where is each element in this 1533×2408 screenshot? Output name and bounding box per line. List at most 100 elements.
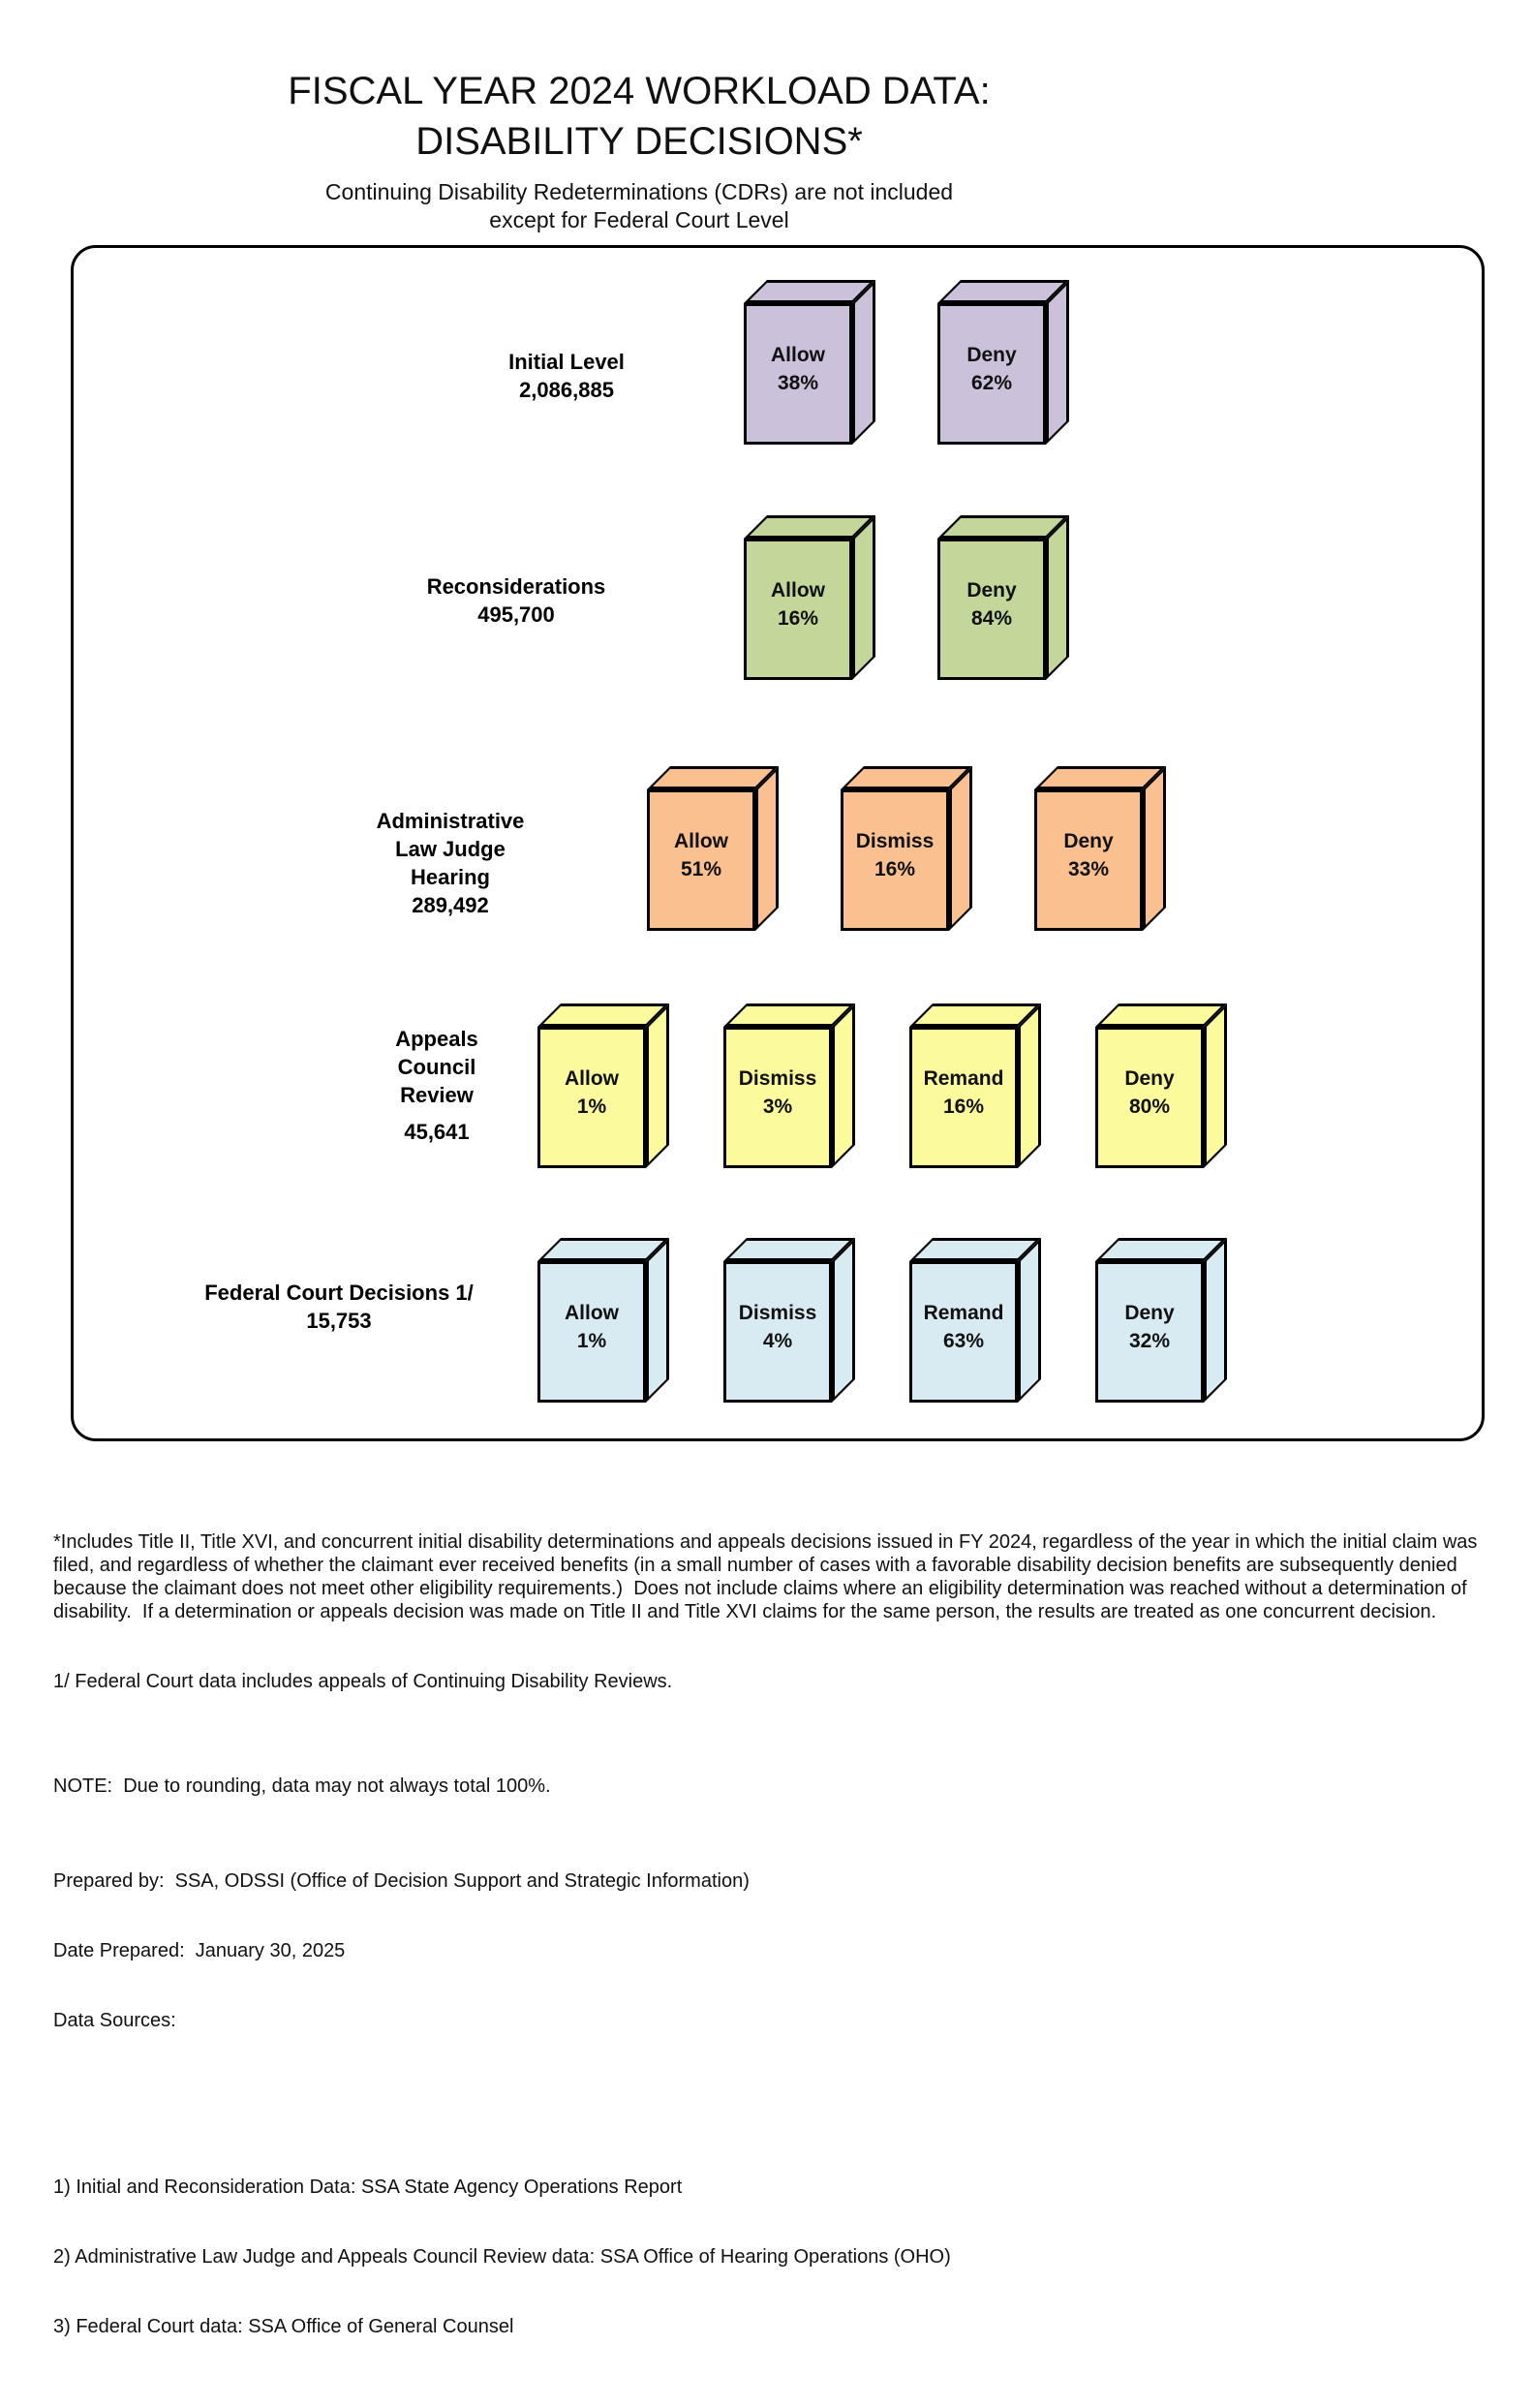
row-level-name: Initial Level <box>508 350 625 374</box>
footnote-asterisk: *Includes Title II, Title XVI, and concu… <box>53 1531 1483 1622</box>
decision-box-remand: Remand 16% <box>909 1003 1041 1168</box>
decision-box-deny: Deny 32% <box>1095 1238 1227 1403</box>
box-label: Dismiss <box>855 830 935 852</box>
data-sources-label: Data Sources: <box>53 2010 176 2031</box>
box-label: Allow <box>771 344 825 366</box>
decision-box-allow: Allow 38% <box>744 280 875 445</box>
box-side-face <box>1204 1003 1227 1168</box>
page-title-line2: DISABILITY DECISIONS* <box>415 120 863 163</box>
row-level-name: Hearing <box>411 865 490 889</box>
data-source-item: 3) Federal Court data: SSA Office of Gen… <box>53 2316 514 2337</box>
page-title-line1: FISCAL YEAR 2024 WORKLOAD DATA: <box>288 70 991 112</box>
box-front-face: Dismiss 16% <box>841 789 949 931</box>
box-side-face <box>949 766 972 931</box>
box-percent: 80% <box>1128 1096 1171 1118</box>
box-front-face: Allow 1% <box>537 1027 646 1168</box>
footnote-federal-court: 1/ Federal Court data includes appeals o… <box>53 1671 673 1692</box>
box-side-face <box>755 766 779 931</box>
box-side-face <box>1046 280 1069 445</box>
box-front-face: Deny 84% <box>937 539 1046 680</box>
box-percent: 84% <box>970 607 1013 630</box>
box-label: Allow <box>565 1302 619 1324</box>
box-label: Deny <box>966 579 1017 602</box>
row-level-name: Federal Court Decisions 1/ <box>204 1281 474 1305</box>
decision-box-allow: Allow 1% <box>537 1238 669 1403</box>
row-level-name: Council <box>397 1055 476 1079</box>
box-front-face: Allow 16% <box>744 539 852 680</box>
box-side-face <box>1143 766 1166 931</box>
box-side-face <box>1204 1238 1227 1403</box>
box-side-face <box>832 1238 855 1403</box>
decision-box-allow: Allow 16% <box>744 515 875 680</box>
row-level-name: Reconsiderations <box>426 574 606 599</box>
box-side-face <box>1018 1003 1041 1168</box>
decision-box-remand: Remand 63% <box>909 1238 1041 1403</box>
box-front-face: Allow 1% <box>537 1261 646 1403</box>
subtitle-line1: Continuing Disability Redeterminations (… <box>324 179 954 204</box>
box-percent: 51% <box>680 858 722 880</box>
row-label: Federal Court Decisions 1/ 15,753 <box>194 1279 484 1335</box>
box-percent: 3% <box>762 1096 793 1118</box>
box-label: Deny <box>1124 1067 1175 1090</box>
date-prepared: Date Prepared: January 30, 2025 <box>53 1940 346 1961</box>
box-front-face: Remand 16% <box>909 1027 1018 1168</box>
box-label: Remand <box>923 1067 1004 1090</box>
decision-box-deny: Deny 33% <box>1034 766 1166 931</box>
row-label: Appeals Council Review 45,641 <box>291 1025 582 1146</box>
footnotes: *Includes Title II, Title XVI, and concu… <box>53 1484 1488 2408</box>
decision-box-dismiss: Dismiss 16% <box>841 766 972 931</box>
row-level-name: Appeals <box>395 1027 478 1051</box>
box-percent: 4% <box>762 1330 793 1352</box>
box-front-face: Remand 63% <box>909 1261 1018 1403</box>
box-percent: 1% <box>576 1330 607 1352</box>
box-label: Allow <box>674 830 728 852</box>
box-front-face: Allow 51% <box>647 789 755 931</box>
box-percent: 16% <box>874 858 916 880</box>
row-label: Initial Level 2,086,885 <box>421 348 712 404</box>
box-percent: 63% <box>942 1330 985 1352</box>
decision-box-allow: Allow 51% <box>647 766 779 931</box>
data-source-item: 2) Administrative Law Judge and Appeals … <box>53 2246 951 2268</box>
box-percent: 33% <box>1067 858 1110 880</box>
decision-box-deny: Deny 80% <box>1095 1003 1227 1168</box>
box-front-face: Allow 38% <box>744 303 852 445</box>
decision-box-deny: Deny 62% <box>937 280 1069 445</box>
row-total: 495,700 <box>477 602 555 627</box>
box-front-face: Dismiss 3% <box>723 1027 832 1168</box>
rounding-note: NOTE: Due to rounding, data may not alwa… <box>53 1775 551 1797</box>
box-label: Allow <box>565 1067 619 1090</box>
box-label: Allow <box>771 579 825 602</box>
row-level-name: Law Judge <box>395 837 506 861</box>
box-front-face: Deny 62% <box>937 303 1046 445</box>
data-sources-list: 1) Initial and Reconsideration Data: SSA… <box>53 2129 1488 2385</box>
decision-box-allow: Allow 1% <box>537 1003 669 1168</box>
box-front-face: Deny 32% <box>1095 1261 1204 1403</box>
box-front-face: Deny 33% <box>1034 789 1143 931</box>
box-side-face <box>1046 515 1069 680</box>
box-percent: 32% <box>1128 1330 1171 1352</box>
box-side-face <box>852 280 875 445</box>
decision-box-dismiss: Dismiss 4% <box>723 1238 855 1403</box>
box-label: Deny <box>1124 1302 1175 1324</box>
title-block: FISCAL YEAR 2024 WORKLOAD DATA: DISABILI… <box>0 66 1278 234</box>
row-total: 289,492 <box>412 893 489 917</box>
box-side-face <box>852 515 875 680</box>
decision-box-dismiss: Dismiss 3% <box>723 1003 855 1168</box>
decision-box-deny: Deny 84% <box>937 515 1069 680</box>
data-source-item: 1) Initial and Reconsideration Data: SSA… <box>53 2176 683 2198</box>
box-percent: 62% <box>970 372 1013 394</box>
box-percent: 1% <box>576 1096 607 1118</box>
box-side-face <box>1018 1238 1041 1403</box>
box-label: Deny <box>1063 830 1114 852</box>
box-front-face: Dismiss 4% <box>723 1261 832 1403</box>
box-front-face: Deny 80% <box>1095 1027 1204 1168</box>
box-label: Dismiss <box>738 1302 817 1324</box>
row-total: 2,086,885 <box>519 378 614 402</box>
row-level-name: Review <box>400 1083 474 1107</box>
row-level-name: Administrative <box>376 809 525 833</box>
row-label: Reconsiderations 495,700 <box>371 572 661 629</box>
box-percent: 16% <box>777 607 819 630</box>
box-label: Deny <box>966 344 1017 366</box>
box-label: Dismiss <box>738 1067 817 1090</box>
row-label: Administrative Law Judge Hearing 289,492 <box>305 807 596 919</box>
